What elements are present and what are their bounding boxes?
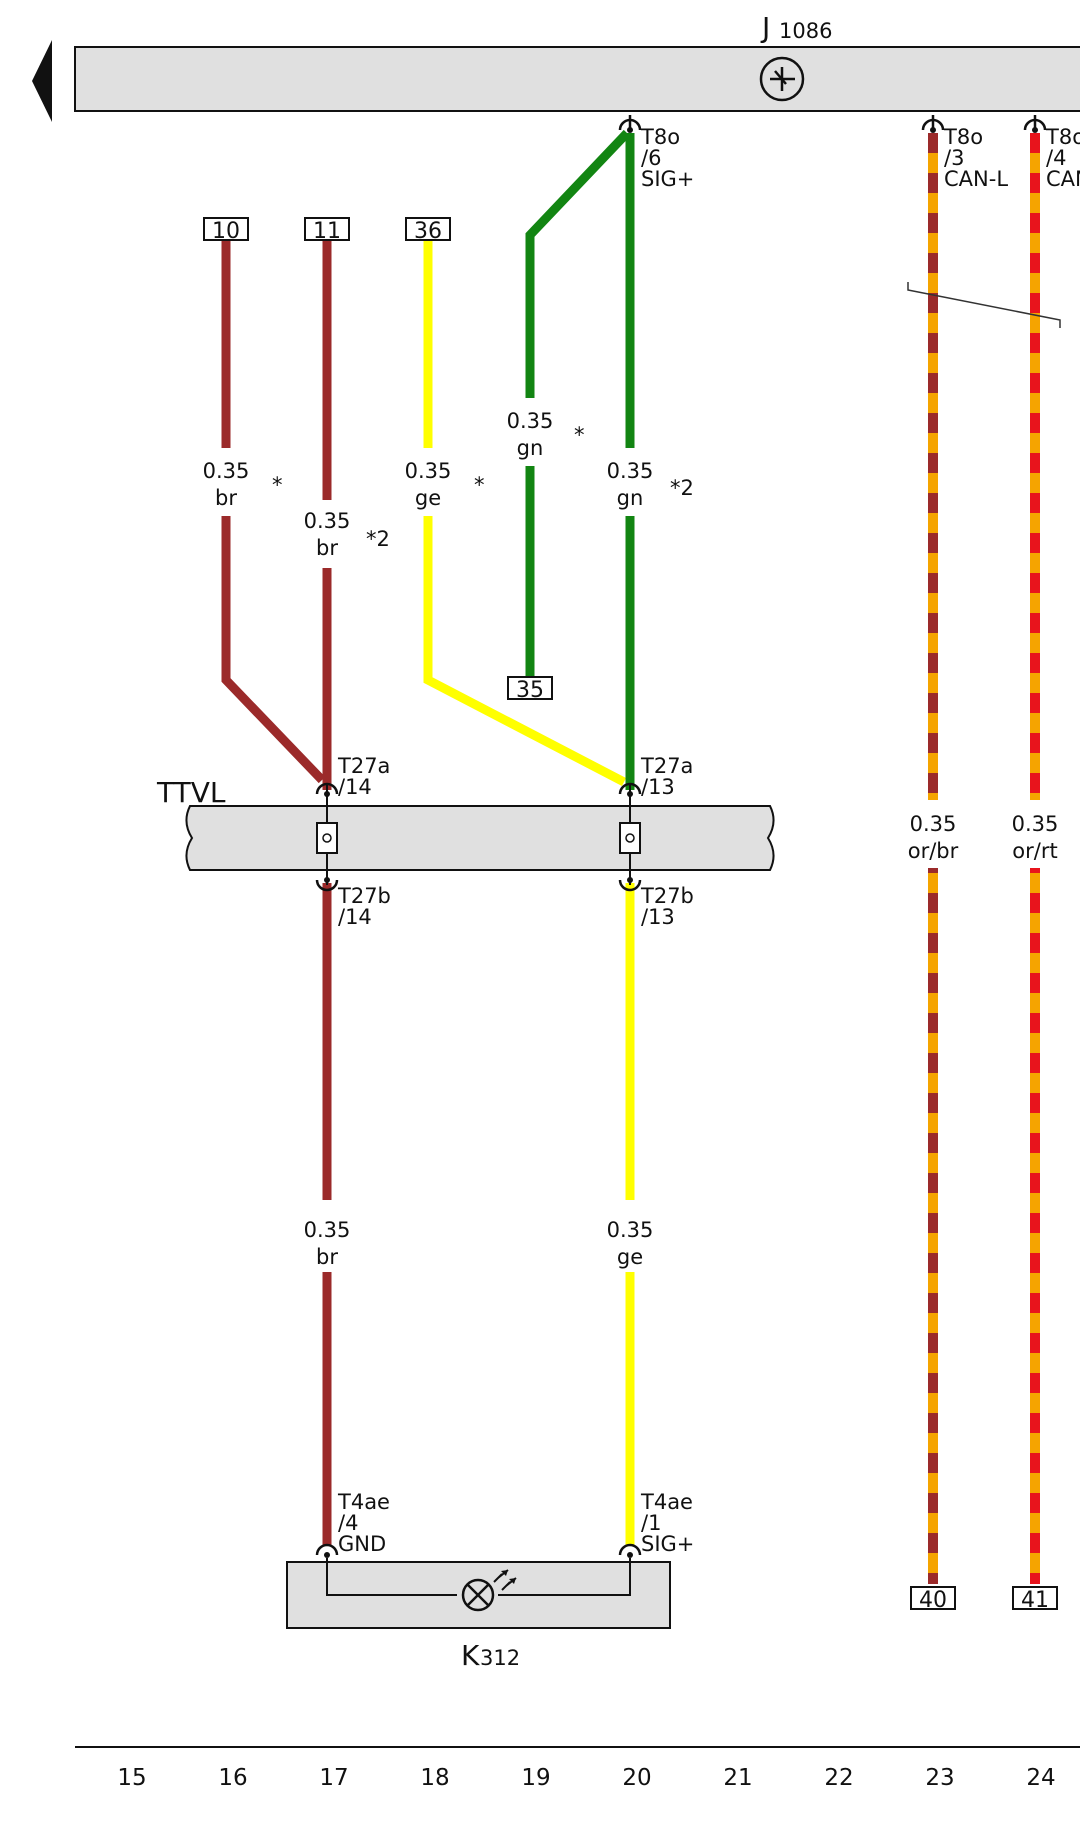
pin-t27a-14-conn: T27a: [337, 754, 390, 778]
connector-block-ttvl: TTVL: [156, 776, 775, 885]
pin-t4ae-4-icon: [315, 1543, 339, 1556]
wire-36-section: 0.35: [405, 459, 452, 483]
pin-t27b-14-conn: T27b: [337, 884, 391, 908]
wire-17-lower-color: br: [316, 1245, 338, 1269]
ref-box-35: 35: [507, 676, 553, 703]
ref-box-40: 40: [910, 1586, 956, 1613]
ref-box-41: 41: [1012, 1586, 1058, 1613]
pin-t27a-14-icon: [315, 782, 339, 795]
wire-24-color: or/rt: [1012, 839, 1057, 863]
pin-t27a-13-icon: [618, 782, 642, 795]
pin-t4ae-1-conn: T4ae: [640, 1490, 693, 1514]
wire-10-section: 0.35: [203, 459, 250, 483]
wire-36-note: *: [474, 473, 485, 497]
pin-t27b-13-conn: T27b: [640, 884, 694, 908]
pin-t8o-4-conn: T8o: [1045, 125, 1080, 149]
pin-t8o-3-conn: T8o: [943, 125, 983, 149]
column-number: 19: [521, 1765, 550, 1791]
wire-36-color: ge: [415, 486, 441, 510]
pin-t4ae-4-signal: GND: [338, 1532, 386, 1556]
pin-t8o-3-pin: /3: [944, 146, 964, 170]
column-number: 22: [824, 1765, 853, 1791]
wire-10-note: *: [272, 473, 283, 497]
wire-17-lower-section: 0.35: [304, 1218, 351, 1242]
inline-connector-icon: [619, 822, 641, 854]
pin-t27b-13-icon: [618, 879, 642, 892]
pin-t27a-14-pin: /14: [338, 775, 372, 799]
module-k312-label: K: [461, 1639, 480, 1672]
pin-t27b-14-pin: /14: [338, 905, 372, 929]
wire-24-section: 0.35: [1012, 812, 1059, 836]
column-number: 24: [1026, 1765, 1055, 1791]
back-arrow-icon[interactable]: [32, 40, 52, 122]
module-j1086-sub: 1086: [779, 19, 832, 43]
module-j1086: J 1086: [74, 11, 1080, 112]
inline-connector-icon: [316, 822, 338, 854]
svg-text:11: 11: [313, 219, 341, 244]
wire-10-color: br: [215, 486, 237, 510]
pin-t4ae-1-icon: [618, 1543, 642, 1556]
control-unit-icon: [759, 56, 805, 102]
pin-t8o-6-pin: /6: [641, 146, 661, 170]
wire-20-section: 0.35: [607, 459, 654, 483]
pin-t4ae-1-pin: /1: [641, 1511, 661, 1535]
wire-20-color: gn: [617, 486, 644, 510]
module-k312: K 312: [286, 1558, 671, 1672]
ref-box-10: 10: [203, 217, 249, 244]
wire-35-note: *: [574, 423, 585, 447]
twisted-pair-marker: [907, 282, 1061, 328]
warning-lamp-icon: [461, 1569, 517, 1612]
pin-t8o-6-signal: SIG+: [641, 167, 694, 191]
pin-t8o-6-conn: T8o: [640, 125, 680, 149]
wire-11-note: *2: [366, 527, 390, 551]
ref-box-36: 36: [405, 217, 451, 244]
svg-text:35: 35: [516, 678, 544, 703]
pin-t4ae-4-conn: T4ae: [337, 1490, 390, 1514]
wire-10-br: [221, 240, 326, 784]
wire-36-ge: [423, 240, 627, 786]
wire-20-lower-section: 0.35: [607, 1218, 654, 1242]
wire-35-section: 0.35: [507, 409, 554, 433]
ref-box-11: 11: [304, 217, 350, 244]
column-number: 16: [218, 1765, 247, 1791]
column-number: 21: [723, 1765, 752, 1791]
pin-t8o-4-pin: /4: [1046, 146, 1066, 170]
wire-23-color: or/br: [908, 839, 959, 863]
svg-text:10: 10: [212, 219, 240, 244]
column-numbers: 15 16 17 18 19 20 21 22 23 24: [117, 1765, 1055, 1791]
column-number: 23: [925, 1765, 954, 1791]
pin-t8o-3-signal: CAN-L: [944, 167, 1008, 191]
wire-35-gn: [525, 129, 631, 680]
pin-t27a-13-conn: T27a: [640, 754, 693, 778]
wire-20-note: *2: [670, 476, 694, 500]
column-number: 15: [117, 1765, 146, 1791]
pin-t27b-13-pin: /13: [641, 905, 675, 929]
pin-t4ae-1-signal: SIG+: [641, 1532, 694, 1556]
svg-text:40: 40: [919, 1588, 947, 1613]
module-k312-sub: 312: [480, 1646, 520, 1670]
column-number: 17: [319, 1765, 348, 1791]
pin-t4ae-4-pin: /4: [338, 1511, 358, 1535]
wire-20-lower-color: ge: [617, 1245, 643, 1269]
pin-t8o-4-signal: CAN: [1046, 167, 1080, 191]
column-number: 20: [622, 1765, 651, 1791]
svg-text:41: 41: [1021, 1588, 1049, 1613]
svg-text:36: 36: [414, 219, 442, 244]
wire-35-color: gn: [517, 436, 544, 460]
connector-block-ttvl-label: TTVL: [156, 776, 226, 809]
pin-t27b-14-icon: [315, 879, 339, 892]
pin-t27a-13-pin: /13: [641, 775, 675, 799]
column-number: 18: [420, 1765, 449, 1791]
wire-11-color: br: [316, 536, 338, 560]
wire-11-section: 0.35: [304, 509, 351, 533]
module-j1086-label: J: [760, 11, 770, 44]
wire-23-section: 0.35: [910, 812, 957, 836]
